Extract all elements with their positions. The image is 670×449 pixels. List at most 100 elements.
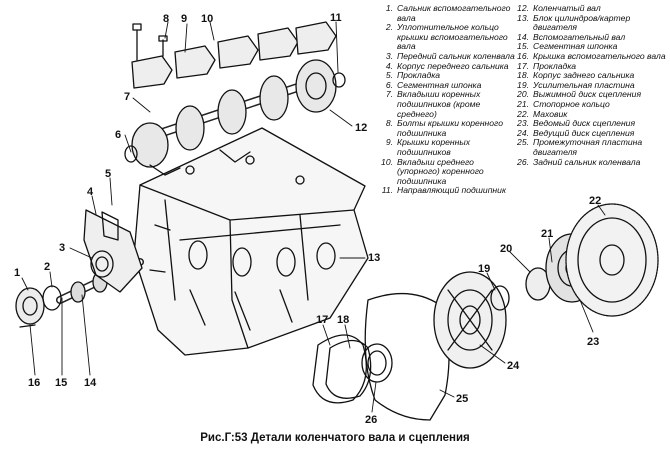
legend-item-number: 26. bbox=[517, 156, 529, 167]
callout-23: 23 bbox=[587, 336, 599, 348]
legend-item-text: Сальник вспомогательного вала bbox=[397, 3, 511, 23]
crankshaft bbox=[124, 59, 337, 176]
legend-item-number: 12. bbox=[517, 3, 529, 13]
legend-item-text: Маховик bbox=[533, 108, 568, 119]
pilot-bearing bbox=[332, 72, 346, 88]
legend-item: 17.Прокладка bbox=[516, 60, 668, 72]
callout-6: 6 bbox=[115, 129, 121, 141]
callout-9: 9 bbox=[181, 13, 187, 25]
aux-shaft-cover bbox=[15, 285, 62, 328]
legend-item-text: Прокладка bbox=[397, 70, 441, 81]
legend-column-2: 12. Коленчатый вал 13. Блок цилиндров/карте… bbox=[516, 3, 668, 168]
legend-item-number: 15. bbox=[517, 41, 529, 52]
legend-item-number: 24. bbox=[517, 127, 529, 138]
callout-13: 13 bbox=[368, 252, 380, 264]
main-bearing-caps bbox=[131, 21, 337, 89]
legend-item-text: Прокладка bbox=[533, 60, 577, 71]
legend-item-text: Направляющий подшипник bbox=[397, 185, 507, 196]
legend-item: 14.Вспомогательный вал bbox=[516, 31, 668, 43]
legend-item: 23.Ведомый диск сцепления bbox=[516, 119, 668, 129]
callout-labels: 1 2 3 4 5 6 7 8 9 10 11 12 13 14 15 16 1… bbox=[14, 12, 601, 426]
legend-item-text: Вкладыши коренных подшипников (кроме сре… bbox=[397, 89, 481, 119]
legend-item-text: Задний сальник коленвала bbox=[533, 156, 641, 167]
legend-item-number: 14. bbox=[517, 31, 529, 42]
legend-item-text: Сегментная шпонка bbox=[397, 79, 482, 90]
cylinder-block bbox=[133, 127, 369, 356]
legend-item-text: Вкладыш среднего (упорного) коренного по… bbox=[397, 156, 484, 186]
legend-item-number: 13. bbox=[517, 12, 529, 23]
legend-item-number: 5. bbox=[385, 70, 393, 81]
callout-11: 11 bbox=[330, 12, 342, 24]
legend-item: 15. Сегментная шпонка bbox=[516, 42, 668, 52]
callout-26: 26 bbox=[365, 414, 377, 426]
legend-item-number: 11. bbox=[381, 185, 393, 196]
flywheel bbox=[565, 203, 659, 317]
callout-15: 15 bbox=[55, 377, 67, 389]
legend-item-text: Ведущий диск сцепления bbox=[533, 127, 635, 138]
legend-item-text: Коленчатый вал bbox=[533, 3, 601, 13]
legend-item-text: Выжимной диск сцепления bbox=[533, 89, 642, 100]
legend-item: 1. Сальник вспомогательного вала bbox=[380, 3, 518, 23]
callout-2: 2 bbox=[44, 261, 50, 273]
legend-item-text: Крышка вспомогательного вала bbox=[533, 50, 666, 61]
legend-column-1: 1. Сальник вспомогательного вала 2. Уплотни… bbox=[380, 3, 518, 196]
legend-item-text: Усилительная пластина bbox=[533, 79, 635, 90]
legend-item-number: 18. bbox=[517, 70, 529, 81]
leader-lines bbox=[21, 21, 606, 413]
front-seal-housing bbox=[83, 209, 143, 293]
callout-4: 4 bbox=[87, 186, 94, 198]
legend-item: 19. Усилительная пластина bbox=[516, 79, 668, 91]
legend-item: 12. Коленчатый вал bbox=[516, 3, 668, 14]
legend-item: 10. Вкладыш среднего (упорного) коренного… bbox=[380, 156, 518, 187]
legend-item-number: 10. bbox=[381, 156, 393, 167]
callout-22: 22 bbox=[589, 195, 601, 207]
legend-item: 2. Уплотнительное кольцо крышки вспомогат… bbox=[380, 22, 518, 52]
legend-item: 25. Промежуточная пластина двигателя bbox=[516, 137, 668, 157]
legend-item-number: 2. bbox=[385, 22, 393, 33]
callout-10: 10 bbox=[201, 13, 213, 25]
legend-item-text: Промежуточная пластина двигателя bbox=[533, 137, 643, 157]
callout-21: 21 bbox=[541, 228, 553, 240]
legend-item: 13. Блок цилиндров/картер двигателя bbox=[516, 12, 668, 33]
legend-item: 11. Направляющий подшипник bbox=[380, 186, 518, 196]
legend-item-text: Уплотнительное кольцо крышки вспомогател… bbox=[397, 22, 508, 52]
legend-item-text: Передний сальник коленвала bbox=[397, 50, 515, 61]
callout-7: 7 bbox=[124, 91, 130, 103]
legend-item: 16. Крышка вспомогательного вала bbox=[516, 50, 668, 62]
legend-item-number: 7. bbox=[385, 89, 393, 100]
legend-item-number: 23. bbox=[517, 118, 529, 129]
figure-caption: Рис.Г:53 Детали коленчатого вала и сцепл… bbox=[200, 432, 470, 444]
legend-item: 26. Задний сальник коленвала bbox=[516, 156, 668, 168]
legend-item-number: 3. bbox=[385, 50, 393, 61]
legend-item-number: 19. bbox=[517, 79, 529, 90]
callout-25: 25 bbox=[456, 393, 468, 405]
callout-18: 18 bbox=[337, 314, 349, 326]
callout-1: 1 bbox=[14, 267, 20, 279]
callout-24: 24 bbox=[507, 360, 520, 372]
legend-item-number: 1. bbox=[385, 3, 393, 13]
callout-14: 14 bbox=[84, 377, 97, 389]
legend-item: 5. Прокладка bbox=[380, 71, 518, 81]
legend-item: 7. Вкладыши коренных подшипников (кроме с… bbox=[380, 90, 518, 119]
callout-3: 3 bbox=[59, 242, 65, 254]
reinforcement-plate bbox=[490, 285, 510, 311]
legend-item: 24. Ведущий диск сцепления bbox=[516, 127, 668, 139]
legend-item-text: Болты крышки коренного подшипника bbox=[397, 118, 503, 138]
legend-item-text: Корпус заднего сальника bbox=[533, 70, 635, 81]
intermediate-plate bbox=[364, 292, 450, 421]
legend-item-number: 16. bbox=[517, 50, 529, 61]
legend-item: 20.Выжимной диск сцепления bbox=[516, 90, 668, 100]
callout-19: 19 bbox=[478, 263, 490, 275]
legend-item-text: Корпус переднего сальника bbox=[397, 60, 509, 71]
legend-item-text: Крышки коренных подшипников bbox=[397, 137, 471, 157]
legend-item-number: 4. bbox=[385, 60, 393, 71]
legend-item: 6.Сегментная шпонка bbox=[380, 79, 518, 91]
legend-item: 22.Маховик bbox=[516, 108, 668, 120]
legend-item-text: Сегментная шпонка bbox=[533, 41, 618, 52]
legend-item-text: Блок цилиндров/картер двигателя bbox=[533, 12, 631, 33]
legend-item-number: 8. bbox=[385, 118, 393, 129]
legend-item-number: 25. bbox=[517, 137, 529, 148]
legend-item: 18. Корпус заднего сальника bbox=[516, 71, 668, 81]
